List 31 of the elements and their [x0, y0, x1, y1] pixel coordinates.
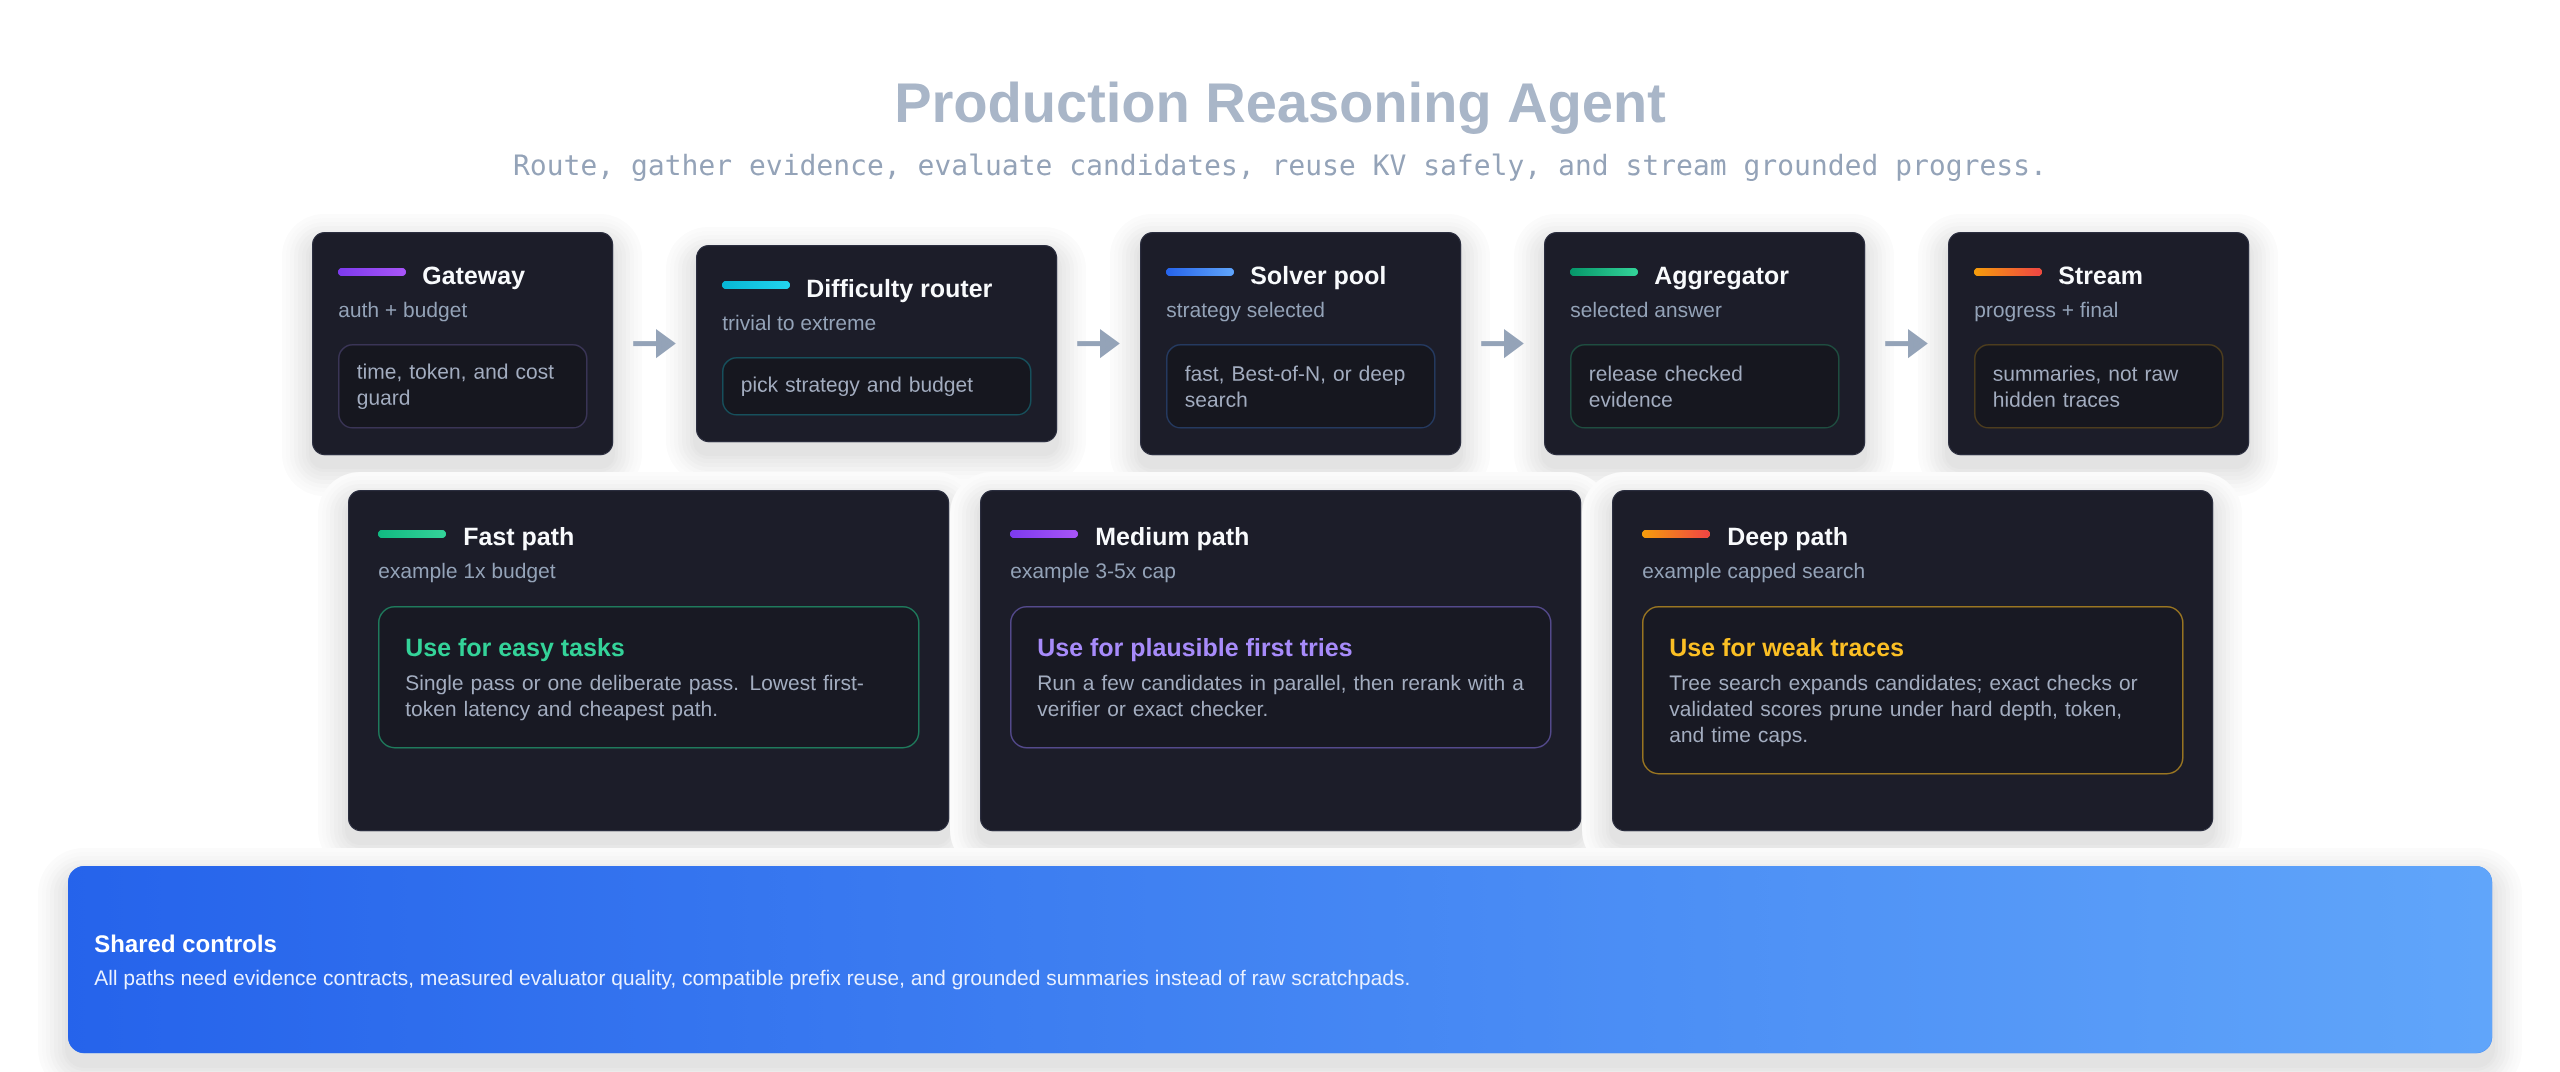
banner-title: Shared controls	[94, 934, 276, 953]
note-box: time, token, and cost guard	[338, 344, 588, 429]
note-box: fast, Best-of-N, or deep search	[1166, 344, 1436, 429]
note-text: Tree search expands candidates; exact checks or validated scores prune under hard depth, token, and time caps.	[1669, 674, 2138, 747]
note-box: pick strategy and budget	[722, 357, 1032, 416]
note-box: summaries, not raw hidden traces	[1974, 344, 2224, 429]
banner-text: All paths need evidence contracts, measured evaluator quality, compatible prefix reuse, and grounded summaries instead of raw scratchpads.	[94, 969, 1409, 990]
card-title: Difficulty router	[807, 278, 992, 303]
card-subtitle: progress + final	[1975, 301, 2117, 322]
note-heading: Use for weak traces	[1670, 637, 1903, 657]
note-heading: Use for easy tasks	[406, 637, 624, 662]
note-box: release checked evidence	[1570, 344, 1840, 429]
note-text: Single pass or one deliberate pass. Lowest first-token latency and cheapest path.	[405, 674, 863, 721]
card-subtitle: auth + budget	[339, 301, 468, 322]
title: Production Reasoning Agent	[898, 81, 1666, 134]
card-title: Medium path	[1096, 526, 1248, 551]
card-subtitle: example capped search	[1643, 562, 1864, 583]
card-subtitle: example 3-5x cap	[1011, 562, 1176, 583]
note-text: Run a few candidates in parallel, then rerank with a verifier or exact checker.	[1037, 674, 1524, 717]
subtitle: Route, gather evidence, evaluate candidates, reuse KV safely, and stream grounded progress.	[514, 153, 2041, 181]
card-title: Gateway	[423, 266, 525, 290]
card-title: Fast path	[464, 526, 573, 551]
card-title: Aggregator	[1654, 266, 1789, 290]
card-subtitle: selected answer	[1570, 301, 1722, 318]
card-title: Deep path	[1728, 526, 1847, 551]
card-subtitle: strategy selected	[1166, 301, 1324, 322]
card-subtitle: example 1x budget	[379, 562, 556, 583]
card-title: Solver pool	[1250, 265, 1385, 290]
card-subtitle: trivial to extreme	[722, 314, 876, 331]
card-title: Stream	[2058, 266, 2142, 285]
note-heading: Use for plausible first tries	[1038, 637, 1352, 662]
